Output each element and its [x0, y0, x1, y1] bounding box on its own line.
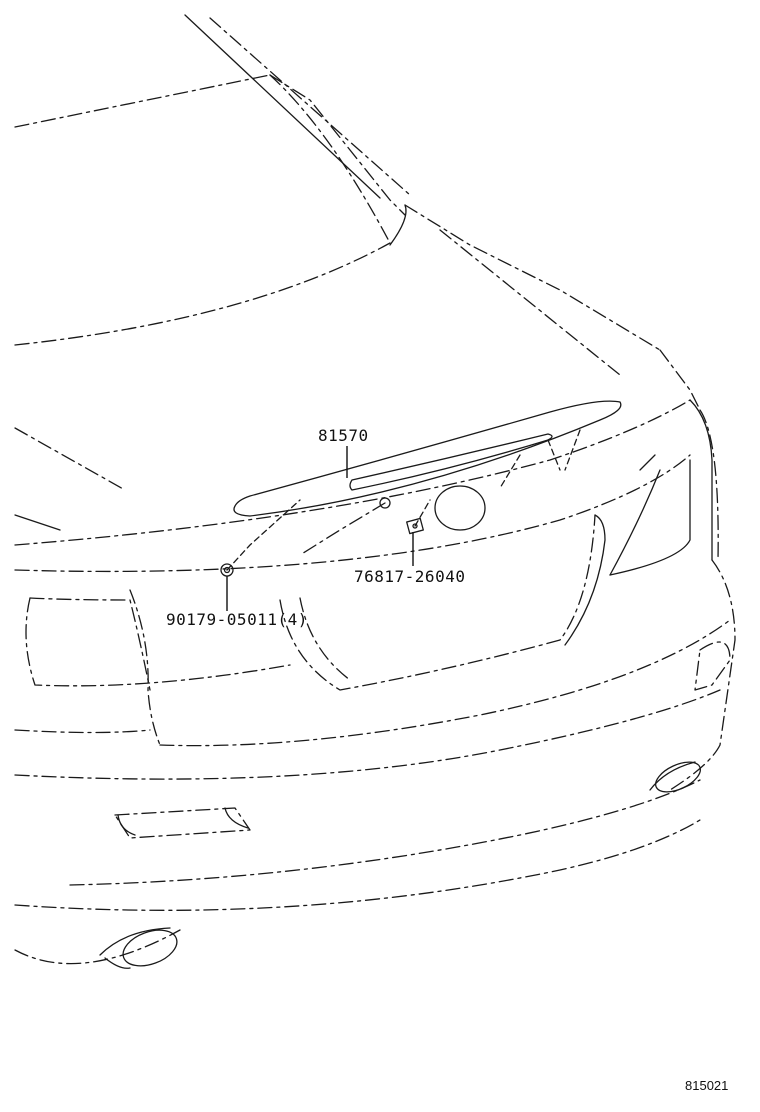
spoiler-81570 [233, 400, 622, 517]
label-90179-05011: 90179-05011(4) [166, 610, 308, 629]
rear-bumper [14, 619, 731, 965]
rear-body-outline [14, 399, 736, 791]
left-tail-lamp [14, 589, 291, 746]
fasteners [220, 497, 431, 577]
rear-window-outline [14, 14, 411, 346]
trunk-lid-outline [14, 204, 701, 546]
exhaust-tips [99, 761, 701, 969]
license-plate-recess [279, 514, 606, 691]
label-76817-26040: 76817-26040 [354, 567, 465, 586]
label-81570: 81570 [318, 426, 369, 445]
emblem-outline [434, 485, 486, 531]
figure-number: 815021 [685, 1078, 728, 1093]
